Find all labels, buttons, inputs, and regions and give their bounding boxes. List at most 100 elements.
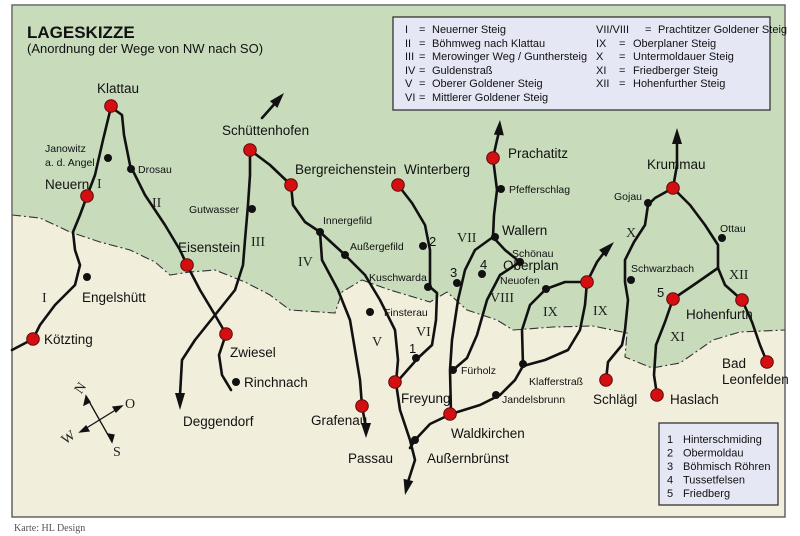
legend-route-num: X	[596, 51, 604, 63]
village-marker-gutwasser[interactable]	[248, 205, 256, 213]
routes	[10, 93, 769, 495]
village-marker-point-3[interactable]	[453, 279, 461, 287]
label-villages-neuofen: Neuofen	[500, 275, 540, 287]
town-marker-eisenstein[interactable]	[180, 258, 194, 272]
village-marker-janowitz[interactable]	[104, 154, 112, 162]
legend-route-eq: =	[419, 78, 425, 90]
label-towns-eisenstein: Eisenstein	[178, 240, 240, 255]
village-marker-fuerholz[interactable]	[449, 366, 457, 374]
route-waldkirchen-aussernbruenst	[408, 412, 453, 450]
label-villages-pfefferschlag: Pfefferschlag	[509, 184, 570, 196]
town-marker-oberplan[interactable]	[580, 275, 594, 289]
town-marker-bad_leonfelden[interactable]	[760, 355, 774, 369]
village-marker-wallern[interactable]	[491, 233, 499, 241]
village-marker-neuofen[interactable]	[542, 285, 550, 293]
label-route-labels-8: IX	[543, 305, 558, 320]
legend-route-name: Friedberger Steig	[633, 65, 718, 77]
label-towns-haslach: Haslach	[670, 392, 719, 407]
arrow-head-icon	[672, 128, 682, 144]
label-point-labels-3: 4	[480, 257, 487, 272]
legend-route-num: VI	[405, 92, 415, 104]
legend-route-eq: =	[619, 65, 625, 77]
village-marker-gojau[interactable]	[644, 199, 652, 207]
map-subtitle: (Anordnung der Wege von NW nach SO)	[27, 41, 263, 56]
legend-point-num: 2	[667, 448, 673, 460]
village-marker-point-4[interactable]	[478, 270, 486, 278]
label-route-labels-10: X	[626, 226, 636, 241]
village-marker-engelshuett[interactable]	[83, 273, 91, 281]
labels: KlattauNeuernKötztingEisensteinZwieselSc…	[42, 81, 789, 466]
label-villages-ottau: Ottau	[720, 223, 746, 235]
town-marker-freyung[interactable]	[388, 375, 402, 389]
town-marker-schlaegl[interactable]	[599, 373, 613, 387]
label-route-labels-6: VII	[457, 231, 477, 246]
label-towns-klattau: Klattau	[97, 81, 139, 96]
town-marker-winterberg[interactable]	[391, 178, 405, 192]
village-marker-jandelsbrunn[interactable]	[492, 391, 500, 399]
route-ii	[109, 105, 233, 392]
village-marker-schoenau[interactable]	[516, 258, 524, 266]
label-route-labels-1: II	[152, 196, 162, 211]
label-villages-kuschwarda: Kuschwarda	[369, 272, 427, 284]
label-towns-schlaegl: Schlägl	[593, 392, 637, 407]
compass-s: S	[113, 445, 121, 460]
route-xii	[671, 186, 769, 364]
town-marker-zwiesel[interactable]	[219, 327, 233, 341]
village-marker-finsterau[interactable]	[366, 308, 374, 316]
label-villages-schwarzbach: Schwarzbach	[631, 263, 694, 275]
legend-point-name: Tussetfelsen	[683, 475, 745, 487]
label-towns-koetzting: Kötzting	[44, 332, 93, 347]
legend-route-num: XI	[596, 65, 606, 77]
label-towns-oberplan: Oberplan	[503, 258, 559, 273]
legend-route-name: Mittlerer Goldener Steig	[432, 92, 548, 104]
village-marker-schwarzbach[interactable]	[627, 276, 635, 284]
legend-point-name: Hinterschmiding	[683, 434, 762, 446]
legend-route-num: VII/VIII	[596, 24, 629, 36]
label-villages-jandelsbrunn: Jandelsbrunn	[502, 394, 565, 406]
town-marker-waldkirchen[interactable]	[443, 407, 457, 421]
village-marker-aussergefild[interactable]	[341, 251, 349, 259]
legend-route-name: Oberer Goldener Steig	[432, 78, 543, 90]
town-marker-klattau[interactable]	[104, 99, 118, 113]
village-marker-ottau[interactable]	[718, 234, 726, 242]
legend-route-eq: =	[419, 51, 425, 63]
arrow-head-icon	[361, 423, 371, 438]
legend-point-num: 3	[667, 461, 673, 473]
label-villages-janowitz-1: Janowitz	[45, 143, 86, 155]
village-marker-rinchnach[interactable]	[232, 378, 240, 386]
label-route-labels-5: VI	[416, 325, 431, 340]
town-marker-point-5[interactable]	[666, 292, 680, 306]
town-marker-krummau[interactable]	[666, 181, 680, 195]
village-marker-point-1[interactable]	[412, 354, 420, 362]
village-marker-pfefferschlag[interactable]	[497, 185, 505, 193]
town-marker-schuettenhofen[interactable]	[243, 143, 257, 157]
label-towns-aussernbruenst: Außernbrünst	[427, 451, 509, 466]
label-towns-bad-leonfelden-2: Leonfelden	[722, 372, 789, 387]
village-marker-drosau[interactable]	[127, 165, 135, 173]
town-marker-haslach[interactable]	[650, 388, 664, 402]
route-oberplan-north	[585, 248, 608, 284]
village-marker-kuschwarda[interactable]	[424, 283, 432, 291]
town-marker-prachatitz[interactable]	[486, 151, 500, 165]
label-villages-schoenau: Schönau	[512, 248, 554, 260]
town-marker-neuern[interactable]	[80, 189, 94, 203]
label-point-labels-4: 5	[657, 285, 664, 300]
village-marker-aussernbruenst[interactable]	[411, 436, 419, 444]
town-marker-bergreichenstein[interactable]	[284, 178, 298, 192]
label-towns-freyung: Freyung	[401, 391, 451, 406]
label-point-labels-2: 3	[450, 265, 457, 280]
label-towns-wallern: Wallern	[502, 223, 547, 238]
legend-route-num: XII	[596, 78, 609, 90]
village-marker-innergefild[interactable]	[316, 228, 324, 236]
label-towns-engelshuett: Engelshütt	[82, 290, 146, 305]
village-marker-point-2[interactable]	[419, 242, 427, 250]
label-towns-zwiesel: Zwiesel	[230, 345, 276, 360]
town-marker-koetzting[interactable]	[26, 332, 40, 346]
village-marker-klafferstrass[interactable]	[519, 360, 527, 368]
arrow-head-icon	[269, 93, 284, 108]
town-marker-hohenfurth[interactable]	[735, 293, 749, 307]
label-towns-prachatitz: Prachatitz	[508, 146, 568, 161]
town-marker-grafenau[interactable]	[355, 399, 369, 413]
label-towns-bad-leonfelden-1: Bad	[722, 356, 746, 371]
route-vi	[394, 183, 439, 385]
